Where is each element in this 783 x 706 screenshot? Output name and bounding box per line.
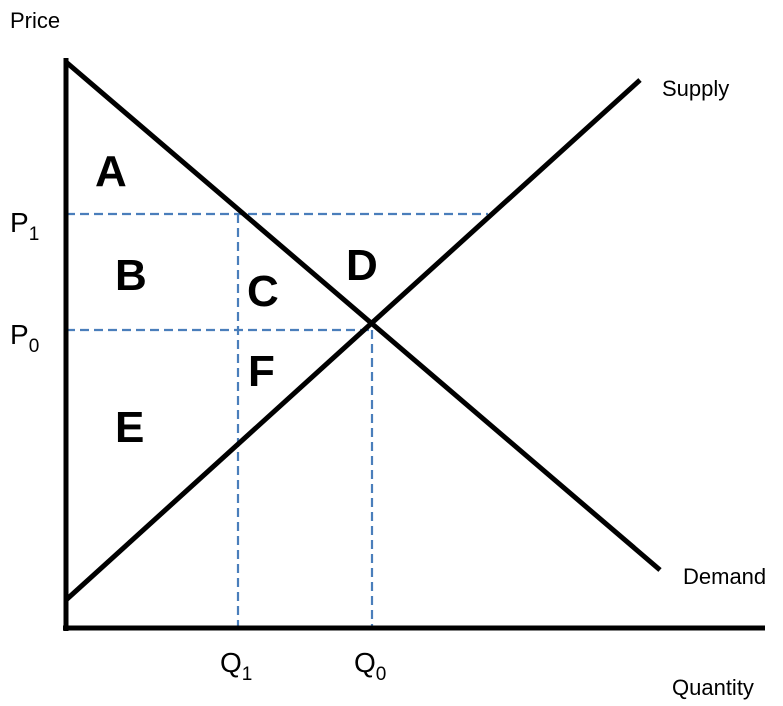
q0-main: Q	[354, 647, 376, 678]
q1-subscript: 1	[242, 664, 253, 685]
y-axis-label: Price	[10, 8, 60, 33]
region-c-label: C	[247, 267, 279, 316]
p0-main: P	[10, 319, 29, 350]
demand-label: Demand	[683, 564, 766, 589]
q0-subscript: 0	[376, 664, 387, 685]
p0-tick-label: P0	[10, 319, 39, 357]
region-d-label: D	[346, 241, 378, 290]
region-f-label: F	[248, 347, 275, 396]
p1-subscript: 1	[29, 224, 40, 245]
p1-tick-label: P1	[10, 207, 39, 245]
x-axis-label: Quantity	[672, 675, 754, 700]
q0-tick-label: Q0	[354, 647, 386, 685]
region-e-label: E	[115, 403, 144, 452]
region-a-label: A	[95, 147, 127, 196]
region-b-label: B	[115, 251, 147, 300]
q1-main: Q	[220, 647, 242, 678]
p0-subscript: 0	[29, 336, 40, 357]
p1-main: P	[10, 207, 29, 238]
demand-curve	[64, 60, 662, 572]
supply-curve	[64, 78, 642, 602]
supply-label: Supply	[662, 76, 729, 101]
q1-tick-label: Q1	[220, 647, 252, 685]
